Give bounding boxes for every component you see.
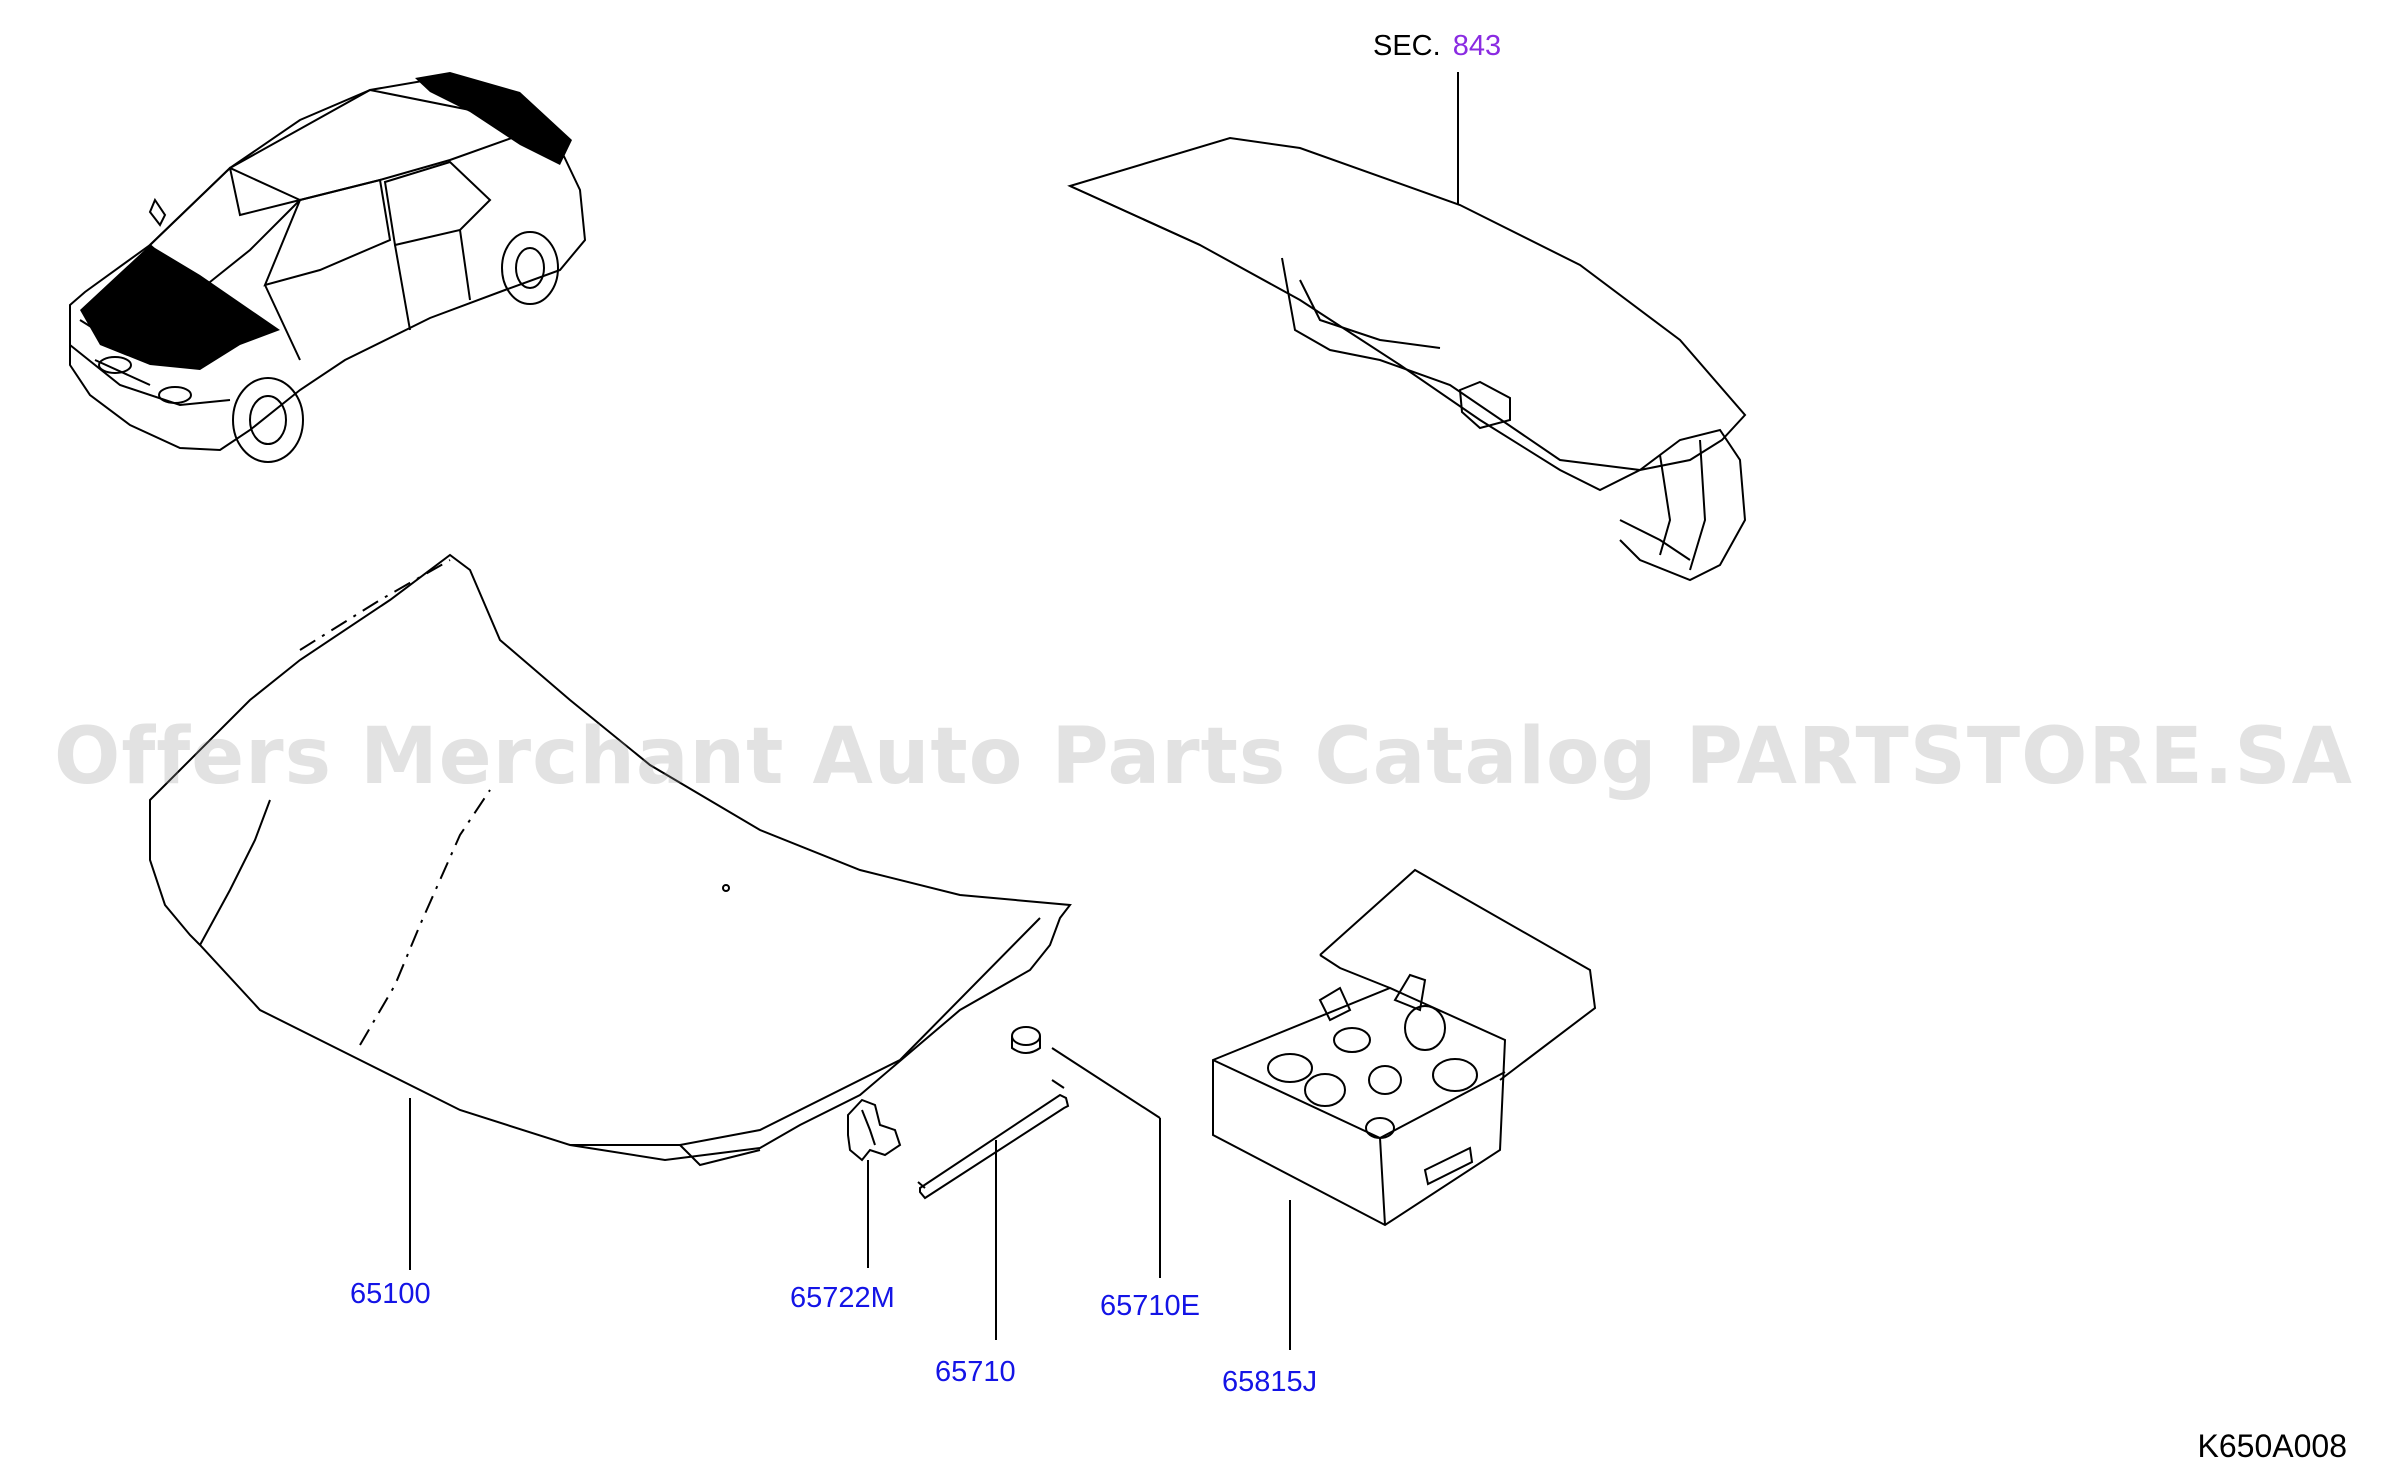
hood-panel-illustration[interactable] (149, 553, 1072, 1167)
callout-label-65100[interactable]: 65100 (350, 1278, 431, 1310)
section-prefix: SEC. (1373, 30, 1441, 62)
leader-line-65710e (1051, 1047, 1161, 1119)
callout-label-65710[interactable]: 65710 (935, 1356, 1016, 1388)
trunk-lid-illustration (1067, 136, 1747, 582)
hood-rod-illustration[interactable] (917, 1079, 1070, 1200)
section-reference: SEC. 843 (1373, 30, 1501, 63)
trunk-highlight-region (415, 72, 572, 165)
section-number-link[interactable]: 843 (1452, 30, 1502, 62)
callout-label-65710e[interactable]: 65710E (1100, 1290, 1200, 1322)
hood-rod-clip-illustration[interactable] (847, 1098, 902, 1162)
callout-label-65722m[interactable]: 65722M (790, 1282, 895, 1314)
vehicle-overview-illustration (69, 76, 587, 463)
hood-highlight-region (80, 245, 280, 370)
hood-rod-grommet-illustration[interactable] (1011, 1026, 1041, 1054)
diagram-code: K650A008 (2197, 1428, 2347, 1464)
clip-kit-box-illustration[interactable] (1212, 868, 1597, 1227)
callout-label-65815j[interactable]: 65815J (1222, 1366, 1318, 1398)
